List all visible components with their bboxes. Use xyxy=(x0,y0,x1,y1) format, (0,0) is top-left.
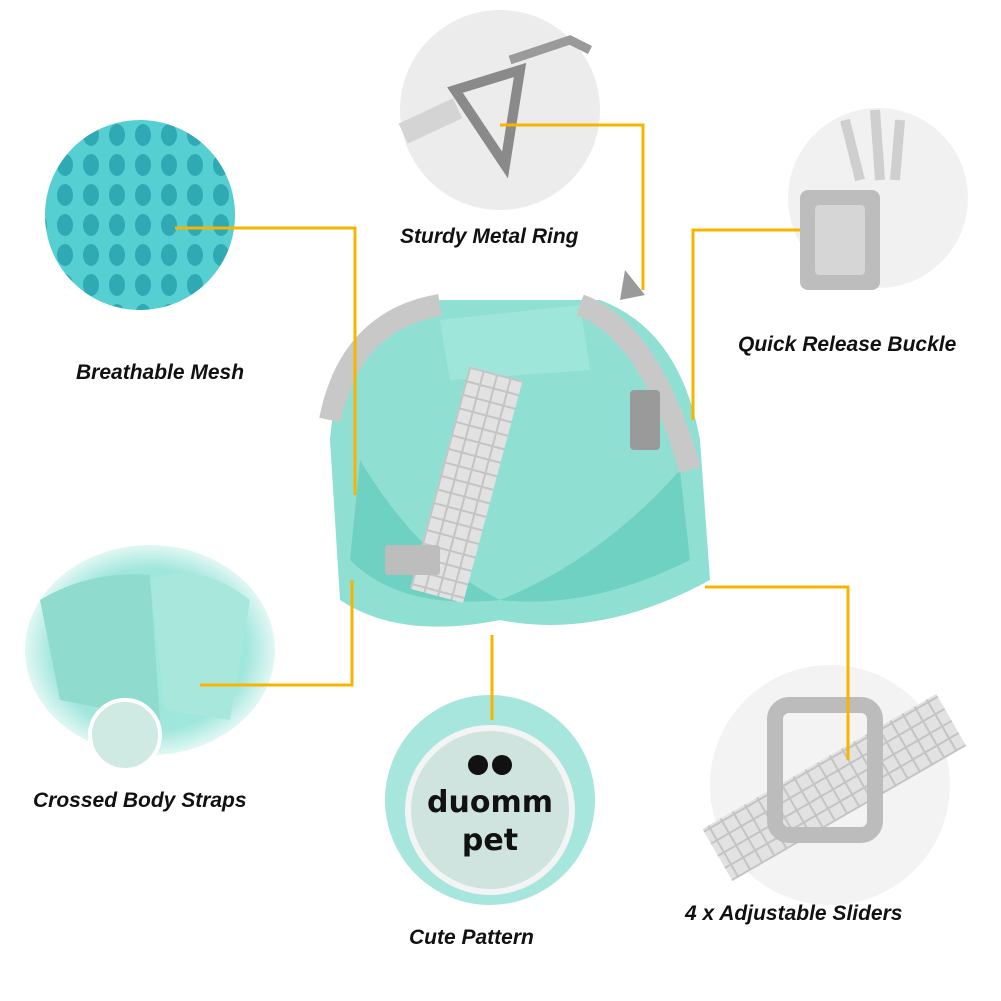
callout-line-mesh xyxy=(175,226,357,495)
label-mesh: Breathable Mesh xyxy=(76,361,245,384)
harness-product xyxy=(319,270,710,627)
badge-text-1: duomm xyxy=(427,785,553,820)
straps-closeup xyxy=(25,545,275,772)
label-straps: Crossed Body Straps xyxy=(33,789,247,812)
mesh-closeup xyxy=(45,120,235,310)
label-pattern: Cute Pattern xyxy=(409,926,534,949)
callout-line-buckle xyxy=(691,228,800,420)
label-buckle: Quick Release Buckle xyxy=(738,333,957,356)
metal-ring-closeup xyxy=(398,10,600,210)
buckle-closeup xyxy=(788,108,968,290)
label-sliders: 4 x Adjustable Sliders xyxy=(685,902,903,925)
badge-text-2: pet xyxy=(462,823,518,858)
callout-line-ring xyxy=(500,123,645,290)
pattern-closeup: duomm pet xyxy=(385,695,595,905)
slider-closeup xyxy=(702,665,967,905)
label-metal-ring: Sturdy Metal Ring xyxy=(400,225,579,248)
callout-line-sliders xyxy=(705,585,850,760)
callout-lines xyxy=(175,123,850,760)
callout-line-straps xyxy=(200,580,354,687)
